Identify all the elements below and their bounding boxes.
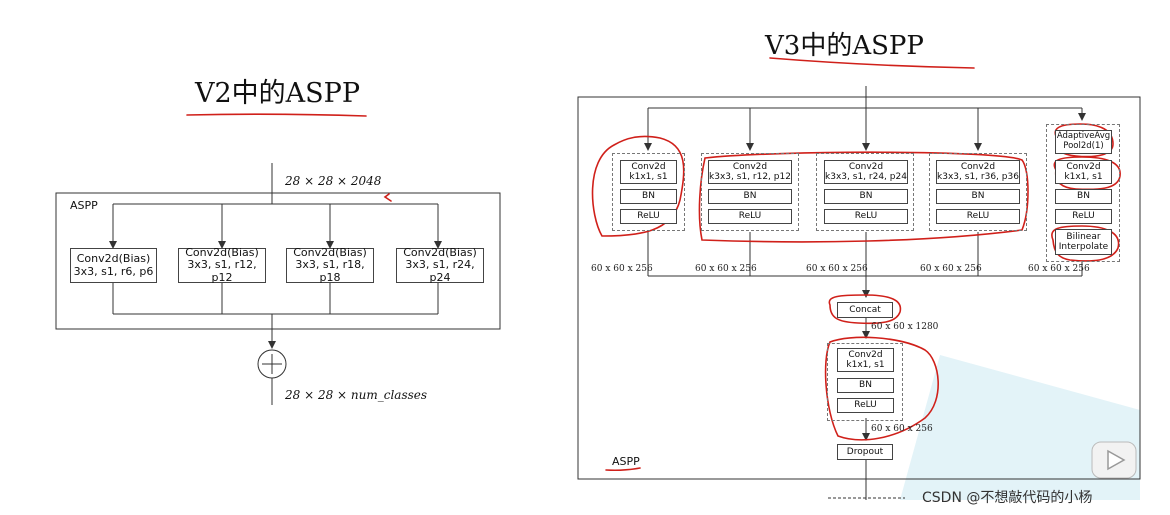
v3-branch-1-conv-line2: k1x1, s1 [629, 172, 668, 182]
v2-branch-2: Conv2d(Bias) 3x3, s1, r12, p12 [178, 245, 266, 284]
v3-proj-out: 60 x 60 x 256 [871, 424, 933, 434]
v2-branch-3-line2: 3x3, s1, r18, p18 [295, 258, 365, 284]
v2-branch-4-line1: Conv2d(Bias) [403, 245, 477, 259]
v3-branch-1-relu: ReLU [620, 209, 677, 224]
v3-aspp-label: ASPP [612, 455, 640, 468]
play-overlay-bg [900, 355, 1140, 500]
v2-output-label: 28 × 28 × num_classes [285, 388, 428, 402]
v3-branch-2-conv-line2: k3x3, s1, r12, p12 [709, 172, 791, 182]
v3-branch-1-conv-line1: Conv2d [631, 161, 666, 172]
play-icon[interactable] [1091, 441, 1137, 479]
v3-proj-group [827, 343, 903, 421]
v3-pool-relu: ReLU [1055, 209, 1112, 224]
v3-pool-conv-line1: Conv2d [1066, 161, 1101, 172]
v2-lines [55, 163, 501, 405]
v3-branch-2-conv: Conv2d k3x3, s1, r12, p12 [708, 160, 792, 184]
v3-branch-4-conv-line2: k3x3, s1, r36, p36 [937, 172, 1019, 182]
v3-proj-relu: ReLU [837, 398, 894, 413]
v3-pool-bn: BN [1055, 189, 1112, 204]
v3-lines [577, 86, 1141, 500]
v3-branch-3-relu: ReLU [824, 209, 908, 224]
v3-pool-line2: Pool2d(1) [1063, 141, 1104, 151]
v3-branch-1-conv: Conv2d k1x1, s1 [620, 160, 677, 184]
v2-branch-4: Conv2d(Bias) 3x3, s1, r24, p24 [396, 245, 484, 284]
v2-branch-2-line2: 3x3, s1, r12, p12 [187, 258, 257, 284]
csdn-watermark: CSDN @不想敲代码的小杨 [922, 490, 1093, 506]
v3-dropout: Dropout [837, 444, 893, 460]
v3-pool-conv-line2: k1x1, s1 [1064, 172, 1103, 182]
v3-branch-2-conv-line1: Conv2d [732, 161, 768, 172]
v2-title: V2中的ASPP [195, 78, 361, 109]
v3-branch-4-group [929, 153, 1027, 231]
v3-concat: Concat [837, 302, 893, 318]
v3-branch-2-out: 60 x 60 x 256 [695, 264, 757, 274]
v3-proj-conv: Conv2d k1x1, s1 [837, 348, 894, 372]
v3-branch-4-conv: Conv2d k3x3, s1, r36, p36 [936, 160, 1020, 184]
v2-branch-4-line2: 3x3, s1, r24, p24 [405, 258, 475, 284]
v2-branch-1-line2: 3x3, s1, r6, p6 [73, 264, 154, 278]
v3-branch-3-out: 60 x 60 x 256 [806, 264, 868, 274]
v3-branch-2-group [701, 153, 799, 231]
v3-title: V3中的ASPP [765, 31, 924, 61]
v3-branch-3-conv-line1: Conv2d [848, 161, 884, 172]
v3-branch-1-out: 60 x 60 x 256 [591, 264, 653, 274]
v3-pool-out: 60 x 60 x 256 [1028, 264, 1090, 274]
v2-branch-1: Conv2d(Bias) 3x3, s1, r6, p6 [70, 248, 157, 283]
v2-branch-3-line1: Conv2d(Bias) [293, 245, 367, 259]
v3-branch-1-group [612, 153, 685, 231]
v3-branch-3-conv: Conv2d k3x3, s1, r24, p24 [824, 160, 908, 184]
v3-branch-3-conv-line2: k3x3, s1, r24, p24 [825, 172, 907, 182]
v3-branch-3-group [816, 153, 914, 231]
v3-proj-conv-line1: Conv2d [848, 349, 883, 360]
v2-branch-1-line1: Conv2d(Bias) [76, 251, 151, 265]
v3-proj-bn: BN [837, 378, 894, 393]
v2-branch-2-line1: Conv2d(Bias) [185, 245, 259, 259]
v3-branch-2-bn: BN [708, 189, 792, 204]
v3-branch-4-conv-line1: Conv2d [960, 161, 996, 172]
v3-pool-interp-line1: Bilinear [1066, 231, 1101, 242]
v3-pool-branch-group [1046, 124, 1120, 262]
v3-branch-4-relu: ReLU [936, 209, 1020, 224]
v3-proj-conv-line2: k1x1, s1 [846, 360, 885, 370]
v3-branch-2-relu: ReLU [708, 209, 792, 224]
v3-branch-4-bn: BN [936, 189, 1020, 204]
v3-pool-interp-line2: Interpolate [1058, 242, 1109, 252]
v3-concat-out: 60 x 60 x 1280 [871, 322, 939, 332]
v2-input-label: 28 × 28 × 2048 [285, 174, 382, 188]
v3-pool-conv: Conv2d k1x1, s1 [1055, 160, 1112, 184]
v3-branch-3-bn: BN [824, 189, 908, 204]
v3-pool-interp: Bilinear Interpolate [1055, 229, 1112, 255]
v2-aspp-label: ASPP [70, 199, 98, 212]
v2-branch-3: Conv2d(Bias) 3x3, s1, r18, p18 [286, 245, 374, 284]
v3-pool-box: AdaptiveAvg Pool2d(1) [1055, 130, 1112, 154]
v3-branch-4-out: 60 x 60 x 256 [920, 264, 982, 274]
v3-branch-1-bn: BN [620, 189, 677, 204]
v3-pool-line1: AdaptiveAvg [1056, 131, 1111, 142]
